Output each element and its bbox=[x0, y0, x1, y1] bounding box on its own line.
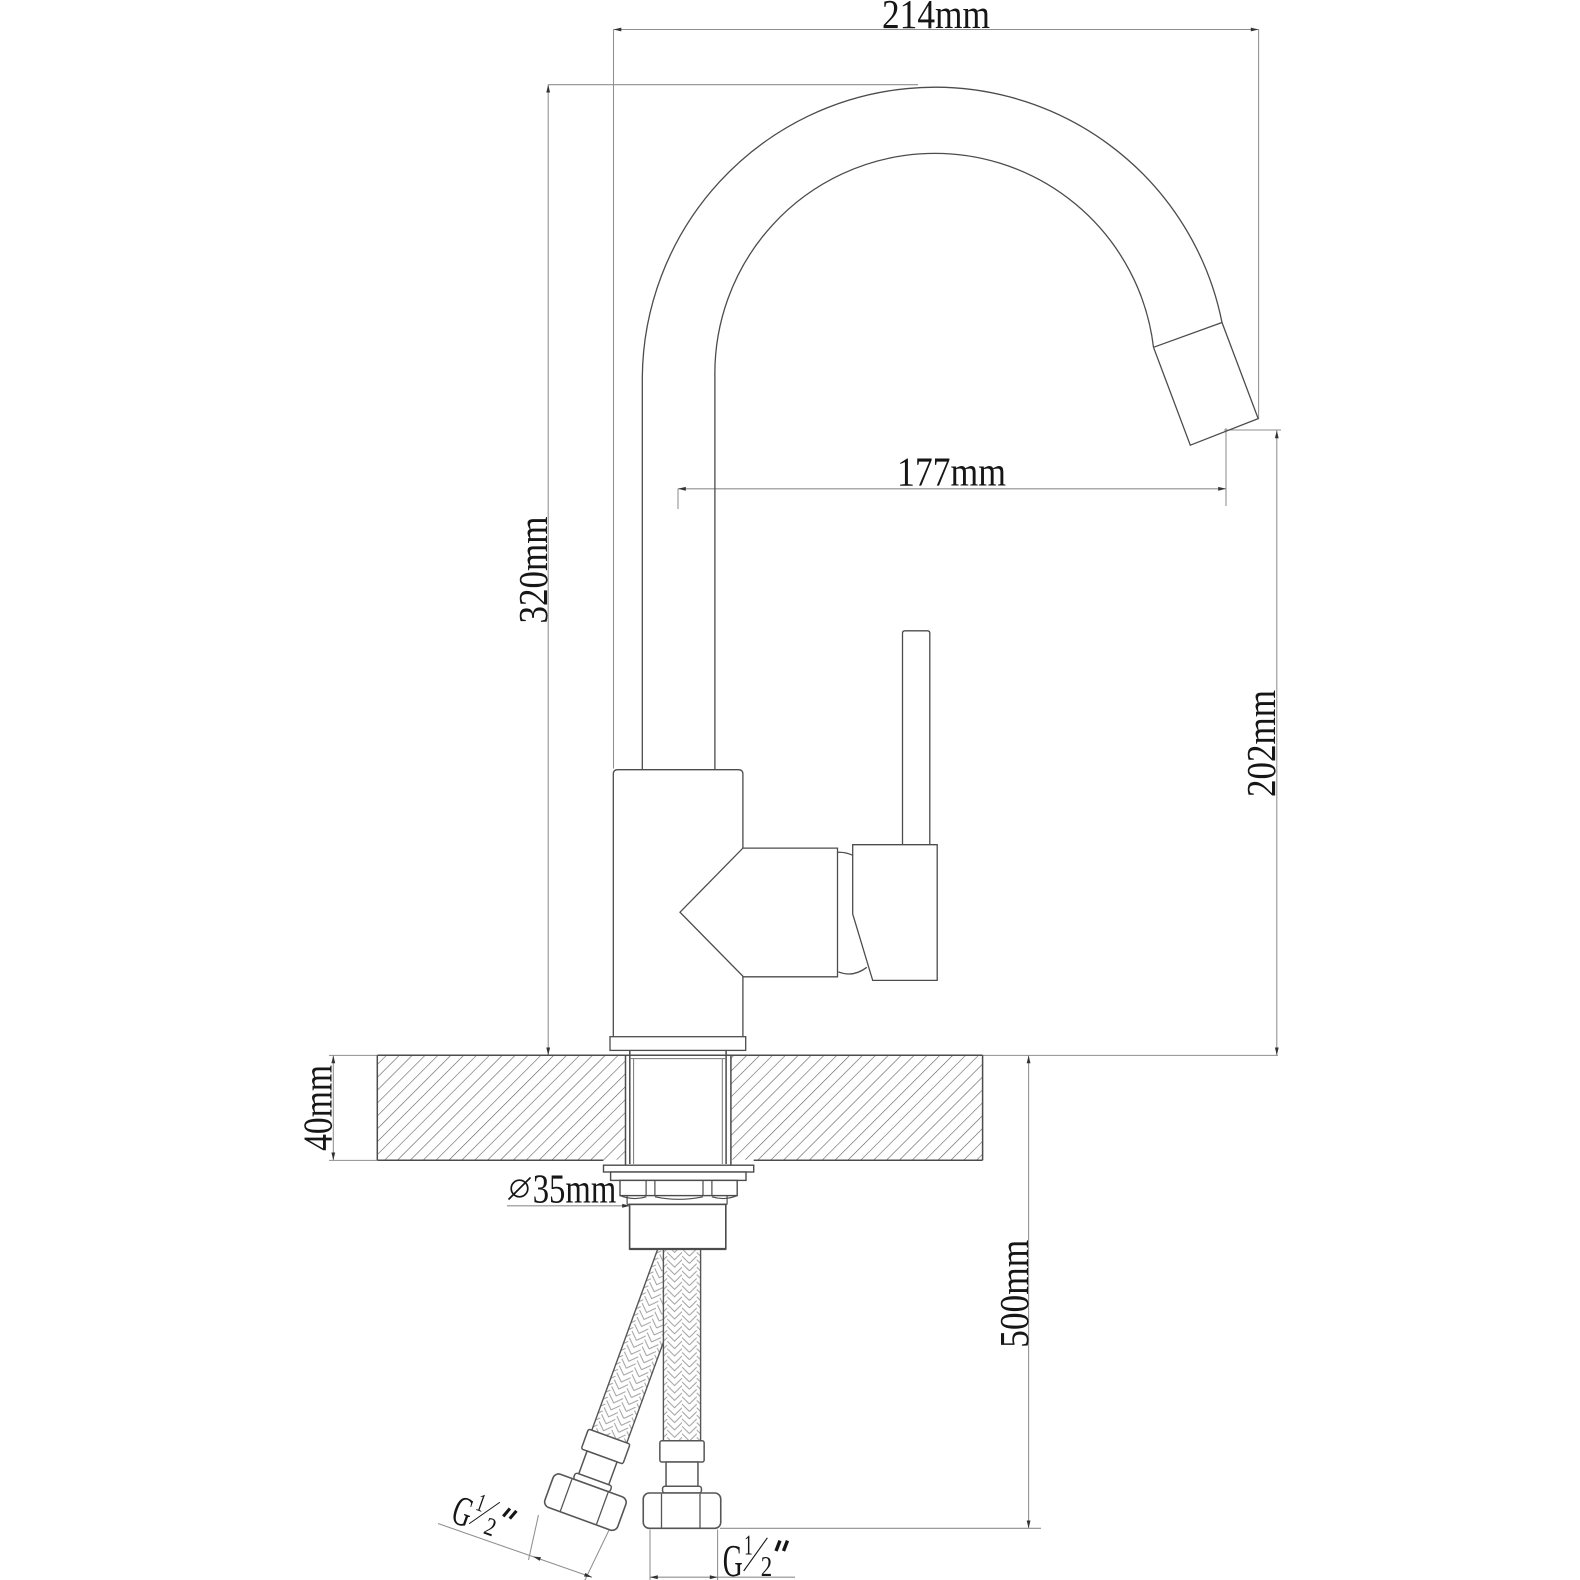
svg-text:214mm: 214mm bbox=[882, 0, 990, 37]
svg-text:202mm: 202mm bbox=[1238, 690, 1284, 797]
svg-text:500mm: 500mm bbox=[991, 1240, 1037, 1348]
svg-text:35mm: 35mm bbox=[533, 1166, 617, 1212]
svg-text:40mm: 40mm bbox=[295, 1065, 341, 1151]
svg-text:177mm: 177mm bbox=[897, 449, 1006, 495]
svg-text:1: 1 bbox=[744, 1530, 753, 1561]
svg-text:G: G bbox=[723, 1535, 743, 1580]
svg-text:2: 2 bbox=[761, 1552, 772, 1580]
svg-text:320mm: 320mm bbox=[510, 516, 556, 623]
